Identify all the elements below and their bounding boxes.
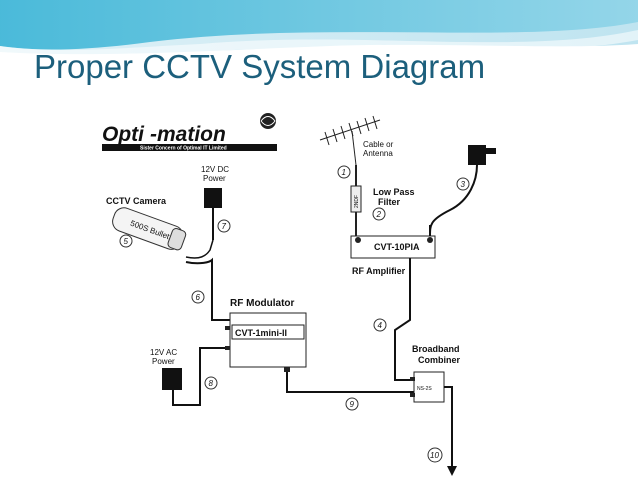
svg-text:2: 2 — [376, 210, 382, 219]
modulator-label: RF Modulator — [230, 298, 295, 309]
svg-text:10: 10 — [430, 451, 439, 460]
svg-text:8: 8 — [209, 379, 214, 388]
callout-9: 9 — [345, 397, 359, 411]
combiner-label-line1: Broadband — [412, 344, 460, 354]
callout-1: 1 — [337, 165, 351, 179]
svg-text:4: 4 — [378, 321, 383, 330]
svg-text:3: 3 — [461, 180, 466, 189]
cctv-camera-icon: 500S Bullet — [112, 207, 187, 251]
optimation-logo: Opti -mation Sister Concern of Optimal I… — [102, 113, 277, 152]
logo-text-opti: Opti — [102, 123, 145, 146]
dc-power-label-line2: Power — [203, 174, 226, 183]
diagram-panel — [100, 108, 508, 479]
low-pass-filter: 2NDF — [350, 165, 362, 236]
svg-text:5: 5 — [124, 237, 129, 246]
cable-10 — [444, 386, 453, 470]
combiner-label-line2: Combiner — [418, 355, 461, 365]
callout-5: 5 — [119, 234, 133, 248]
logo-tagline-bar — [102, 144, 277, 151]
svg-text:9: 9 — [350, 400, 355, 409]
filter-label-line2: Filter — [378, 197, 401, 207]
amplifier-label: RF Amplifier — [352, 266, 406, 276]
logo-tagline: Sister Concern of Optimal IT Limited — [140, 146, 227, 152]
logo-globe-icon — [260, 113, 276, 129]
cable-9 — [286, 372, 414, 393]
svg-text:1: 1 — [342, 168, 346, 177]
output-arrow-icon — [447, 466, 457, 476]
logo-text-mation: -mation — [150, 123, 226, 146]
callout-10: 10 — [427, 447, 443, 463]
svg-text:6: 6 — [196, 293, 201, 302]
ac-power-label-line1: 12V AC — [150, 348, 177, 357]
slide-title: Proper CCTV System Diagram — [34, 48, 486, 85]
callout-6: 6 — [191, 290, 205, 304]
callout-3: 3 — [456, 177, 470, 191]
ac-power-label-line2: Power — [152, 357, 175, 366]
rf-modulator: CVT-1mini-II — [225, 312, 307, 372]
filter-id: 2NDF — [354, 195, 360, 208]
antenna-label-line1: Cable or — [363, 140, 394, 149]
ac-adapter-icon — [162, 347, 225, 406]
antenna-label-line2: Antenna — [363, 149, 393, 158]
rf-amplifier: CVT-10PIA — [350, 235, 436, 259]
svg-text:7: 7 — [222, 222, 227, 231]
callout-7: 7 — [217, 219, 231, 233]
filter-label-line1: Low Pass — [373, 187, 415, 197]
cable-6 — [185, 257, 230, 321]
callout-4: 4 — [373, 318, 387, 332]
dc-power-label-line1: 12V DC — [201, 165, 229, 174]
antenna-icon — [319, 115, 381, 166]
cable-4 — [394, 258, 414, 381]
callout-2: 2 — [372, 207, 386, 221]
modulator-model: CVT-1mini-II — [235, 328, 287, 338]
combiner-model: NS-2S — [417, 386, 432, 392]
broadband-combiner: NS-2S — [410, 371, 445, 403]
dc-adapter-top-icon — [204, 188, 222, 240]
camera-label: CCTV Camera — [106, 196, 167, 206]
callout-8: 8 — [204, 376, 218, 390]
header-wave-banner — [0, 0, 638, 60]
camera-power-cable — [185, 239, 214, 259]
amplifier-model: CVT-10PIA — [374, 242, 420, 252]
